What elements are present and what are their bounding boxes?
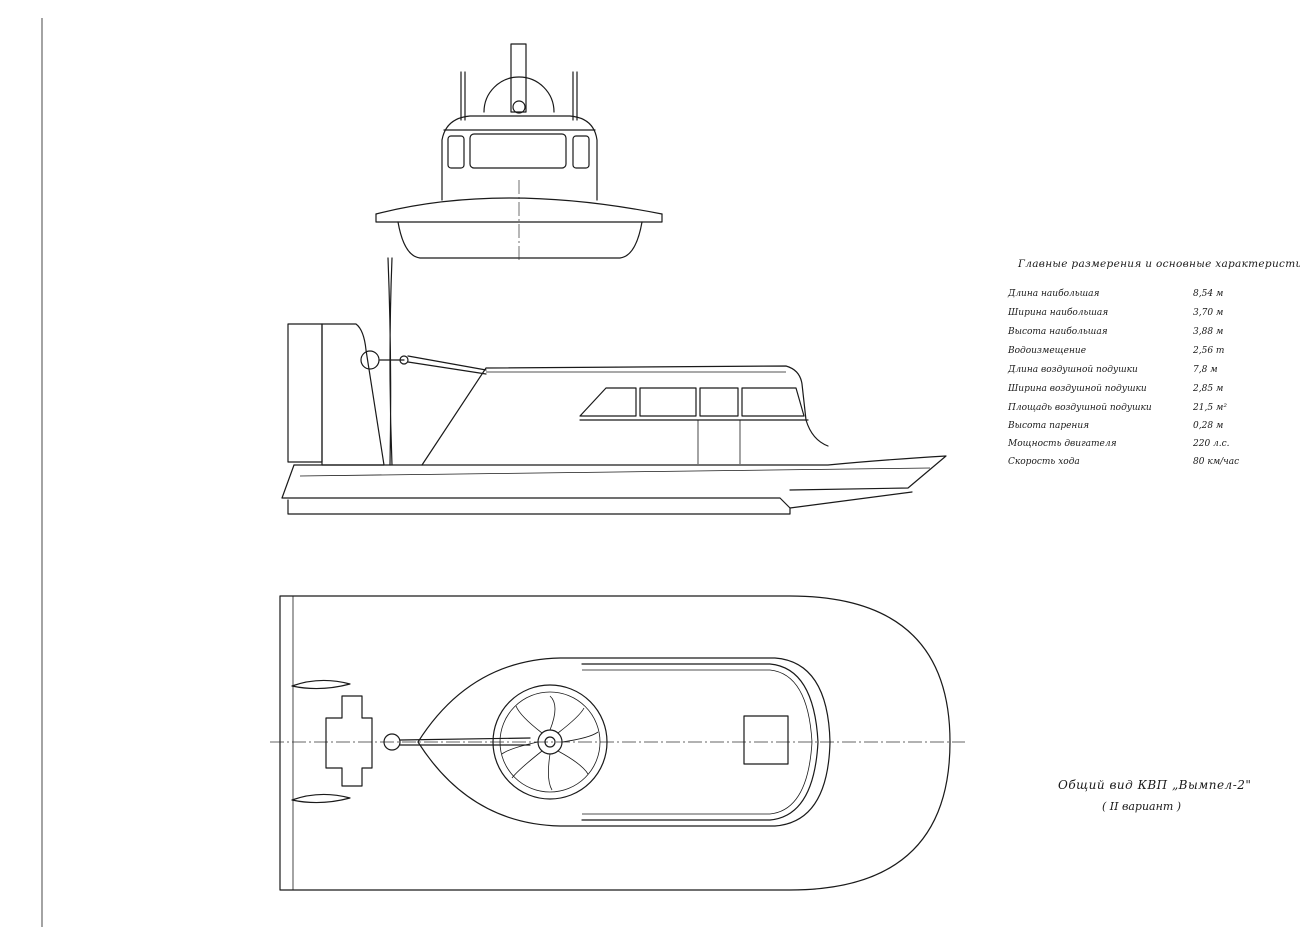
spec-row: Скорость хода 80 км/час [1008, 457, 1248, 475]
side-view-propeller-hub [360, 350, 380, 370]
spec-label: Скорость хода [1008, 457, 1080, 467]
spec-value: 3,70 м [1193, 308, 1224, 318]
front-view [375, 43, 663, 262]
top-view-propeller-hub [383, 733, 401, 751]
spec-label: Высота наибольшая [1008, 327, 1108, 337]
front-view-deck [375, 197, 663, 215]
side-view-hull [281, 464, 913, 509]
top-view-fan-blades [501, 695, 599, 791]
top-view-hull-outline [279, 595, 951, 891]
spec-value: 8,54 м [1193, 289, 1224, 299]
spec-table-title: Главные размерения и основные характерис… [1018, 258, 1300, 270]
top-view-drive-shaft [399, 737, 531, 746]
side-view-cabin [421, 365, 829, 466]
spec-label: Ширина наибольшая [1008, 308, 1109, 318]
drawing-caption-variant: ( II вариант ) [1102, 800, 1182, 813]
side-view-fan-duct [321, 323, 385, 466]
spec-value: 21,5 м² [1193, 403, 1227, 413]
side-view-window-2 [639, 387, 697, 417]
front-view-window-center [469, 133, 567, 169]
spec-value: 0,28 м [1193, 421, 1224, 431]
side-view-window-front [579, 387, 637, 417]
drawing-caption-title: Общий вид КВП „Вымпел-2" [1058, 778, 1252, 792]
spec-row: Длина наибольшая 8,54 м [1008, 289, 1248, 307]
spec-row: Площадь воздушной подушки 21,5 м² [1008, 403, 1248, 421]
front-view-window-right [572, 135, 590, 169]
side-view-window-rear [741, 387, 805, 417]
front-view-cabin [441, 115, 598, 201]
spec-value: 2,85 м [1193, 384, 1224, 394]
spec-label: Ширина воздушной подушки [1008, 384, 1147, 394]
side-view-propeller [387, 257, 393, 466]
side-view-deck [293, 455, 947, 491]
spec-value: 2,56 т [1193, 346, 1225, 356]
spec-label: Высота парения [1008, 421, 1090, 431]
spec-row: Водоизмещение 2,56 т [1008, 346, 1248, 364]
side-view [281, 257, 947, 515]
spec-label: Мощность двигателя [1008, 439, 1117, 449]
top-view-fin-left [291, 679, 351, 690]
spec-label: Площадь воздушной подушки [1008, 403, 1152, 413]
front-view-propeller-guard [483, 76, 555, 113]
spec-row: Ширина наибольшая 3,70 м [1008, 308, 1248, 326]
top-view-deck-outline [417, 657, 831, 827]
top-view-fin-right [291, 793, 351, 804]
spec-row: Высота наибольшая 3,88 м [1008, 327, 1248, 345]
spec-row: Мощность двигателя 220 л.с. [1008, 439, 1248, 457]
top-view-hatch [743, 715, 789, 765]
front-view-window-left [447, 135, 465, 169]
spec-value: 80 км/час [1193, 457, 1240, 467]
side-view-skirt [287, 499, 791, 515]
spec-label: Водоизмещение [1008, 346, 1087, 356]
spec-value: 7,8 м [1193, 365, 1218, 375]
spec-value: 220 л.с. [1193, 439, 1230, 449]
spec-label: Длина наибольшая [1008, 289, 1100, 299]
side-view-rudder [287, 323, 323, 463]
spec-value: 3,88 м [1193, 327, 1224, 337]
top-view [270, 595, 965, 891]
top-view-fan-duct [492, 684, 608, 800]
side-view-drive-shaft [407, 355, 487, 375]
spec-label: Длина воздушной подушки [1008, 365, 1138, 375]
spec-row: Ширина воздушной подушки 2,85 м [1008, 384, 1248, 402]
side-view-window-3 [699, 387, 739, 417]
front-view-hull [397, 221, 643, 259]
top-view-rudder [325, 695, 373, 787]
spec-row: Длина воздушной подушки 7,8 м [1008, 365, 1248, 383]
spec-row: Высота парения 0,28 м [1008, 421, 1248, 439]
